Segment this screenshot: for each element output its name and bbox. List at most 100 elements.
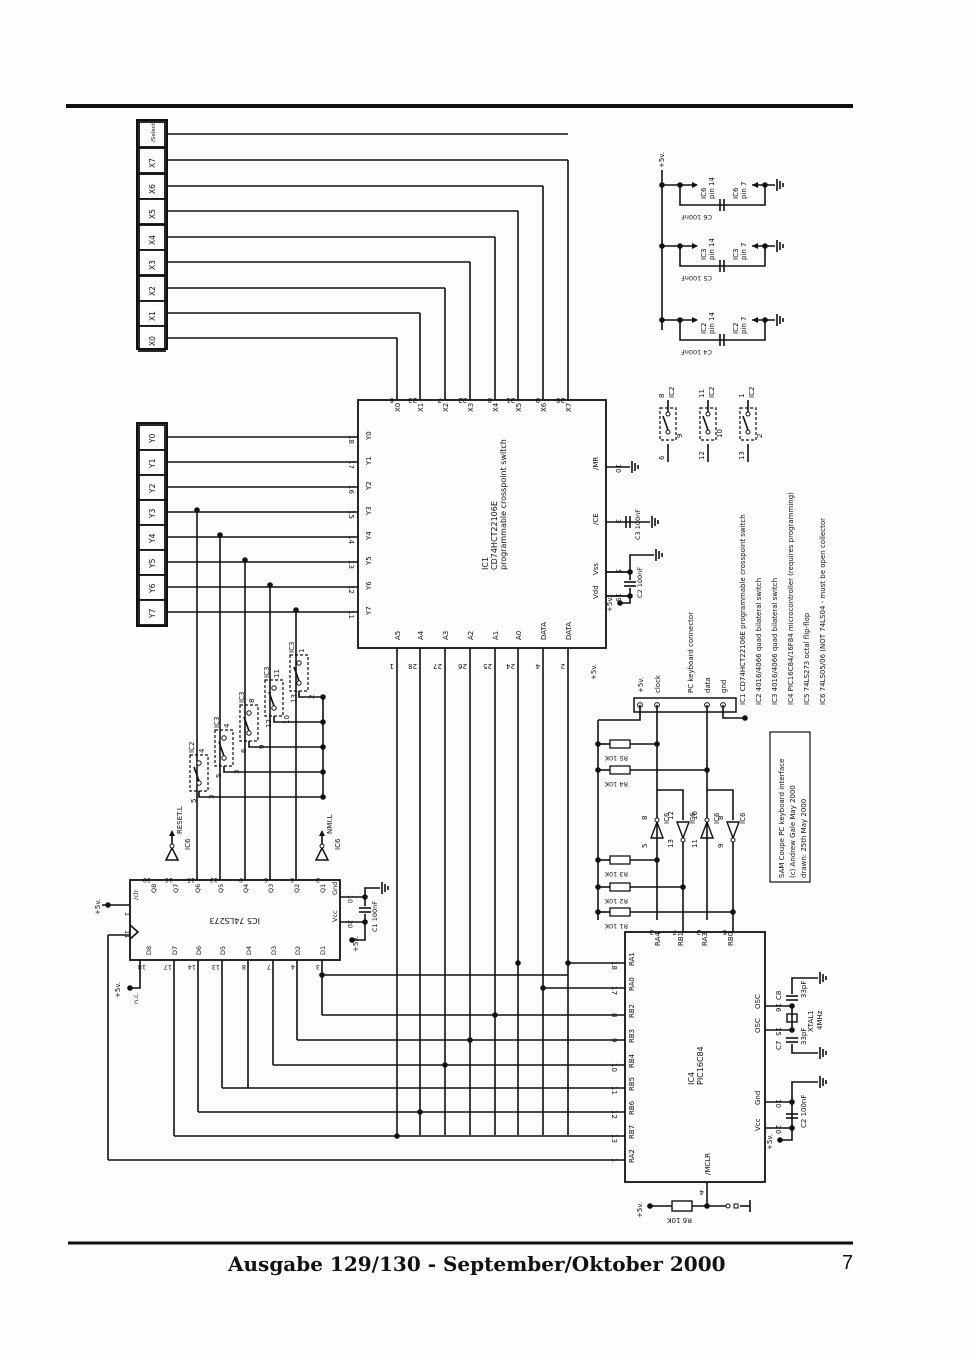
ic1-part: CD74HCT22106E bbox=[490, 501, 499, 570]
resistor-icon bbox=[609, 882, 631, 892]
junction-dot bbox=[617, 600, 623, 606]
inverter-bubble-icon bbox=[704, 817, 710, 823]
plus5v-label: +5v. bbox=[606, 596, 614, 612]
inverter-icon bbox=[649, 820, 665, 839]
switch-contact-icon bbox=[196, 780, 202, 786]
plus5v-label: +5v. bbox=[636, 1202, 644, 1218]
ic4-pin-number: 16 bbox=[774, 1003, 782, 1012]
ic1-pin-number: 19 bbox=[614, 593, 622, 602]
ic1-pin-name: X3 bbox=[467, 403, 475, 412]
ic4-pin-name: OSC bbox=[754, 1018, 762, 1033]
switch-pin-label: 1 bbox=[738, 394, 746, 398]
switch-blade-icon bbox=[742, 415, 749, 431]
connector-pin-label: Y5 bbox=[148, 558, 157, 569]
junction-dot bbox=[647, 1203, 653, 1209]
connector-pin-label: X4 bbox=[148, 235, 157, 245]
wire bbox=[620, 596, 631, 604]
signal-label: NMI.L bbox=[326, 814, 334, 834]
decoupling-ic-label: IC3 bbox=[700, 249, 708, 260]
ic4-pin-name: RB6 bbox=[628, 1100, 636, 1115]
junction-dot bbox=[627, 569, 633, 575]
ic1-pin-number: 21 bbox=[506, 396, 515, 404]
wire bbox=[722, 705, 745, 719]
ic4-pin-name: Gnd bbox=[754, 1091, 762, 1105]
connector-pin-label: Y3 bbox=[148, 508, 157, 519]
ic5-pin-number: 8 bbox=[242, 963, 246, 971]
keyboard-connector bbox=[633, 697, 737, 713]
ic5-pin-name: Q5 bbox=[217, 884, 225, 893]
switch-contact-icon bbox=[665, 411, 671, 417]
ic1-pin-name: Y3 bbox=[365, 506, 373, 516]
inverter-pin-label: 8 bbox=[717, 816, 725, 820]
inverter-icon bbox=[164, 846, 180, 861]
ic5-pin-number: 14 bbox=[188, 963, 196, 971]
ic1-pin-number: 12 bbox=[347, 585, 355, 594]
ic1-pin-name: X6 bbox=[540, 402, 548, 412]
switch-pin-label: 13 bbox=[738, 451, 746, 460]
ic5-pin-name: /clr bbox=[132, 889, 140, 900]
connector-pin-label: Y2 bbox=[148, 483, 157, 494]
junction-dot bbox=[789, 1003, 795, 1009]
resistor-label: R6 10K bbox=[667, 1216, 692, 1224]
ic4-pin-number: 15 bbox=[774, 1027, 782, 1036]
ic4-pin-name: RB0 bbox=[727, 932, 735, 946]
junction-dot bbox=[394, 1133, 400, 1139]
ic1-pin-number: 3 bbox=[614, 519, 622, 523]
ic4-pin-name: RA0 bbox=[628, 977, 636, 991]
wiring bbox=[108, 507, 625, 1161]
arrow-icon bbox=[692, 317, 698, 323]
ic5-pin-number: 20 bbox=[346, 920, 354, 928]
ic4-cap-label: C7 bbox=[775, 1041, 783, 1050]
connector-pin-label: X7 bbox=[148, 158, 157, 168]
ic1-pin-number: 27 bbox=[433, 662, 442, 670]
switch-pin-label: 6 bbox=[658, 455, 666, 460]
switch-pin-label: 13 bbox=[290, 694, 298, 703]
plus5v-label: +5v. bbox=[658, 152, 666, 168]
decoupling-pin-label: pin 7 bbox=[740, 316, 748, 334]
switch-blade-icon bbox=[268, 691, 275, 707]
ic5-pin-number: 18 bbox=[138, 963, 146, 971]
legend-item: IC2 4016/4066 quad bilateral switch bbox=[755, 578, 763, 705]
inverter-bubble-icon bbox=[654, 817, 660, 823]
ic4-pin-name: RB4 bbox=[628, 1053, 636, 1068]
ic1-pin-name: A4 bbox=[417, 630, 425, 640]
ic1-pin-name: Y7 bbox=[365, 606, 373, 616]
inverter-icon bbox=[725, 821, 741, 840]
switch-contact-icon bbox=[296, 680, 302, 686]
connector-frame bbox=[136, 422, 168, 627]
arrow-icon bbox=[692, 243, 698, 249]
switch-pin-label: 5 bbox=[215, 774, 223, 778]
connector-pin-label: X6 bbox=[148, 184, 157, 194]
inverter-ic-label: IC6 bbox=[663, 812, 671, 824]
junction-dot bbox=[105, 902, 111, 908]
title-block-line: drawn: 25th May 2000 bbox=[800, 799, 808, 878]
switch-contact-icon bbox=[271, 705, 277, 711]
junction-dot bbox=[442, 1062, 448, 1068]
ic4-cap-label: C2 100nF bbox=[800, 1095, 808, 1128]
jumper-icon bbox=[725, 1203, 731, 1209]
connector-pin-label: X0 bbox=[148, 336, 157, 346]
ic1-pin-name: Y1 bbox=[365, 456, 373, 466]
wire bbox=[679, 185, 766, 206]
ic1-pin-name: Vdd bbox=[592, 585, 600, 599]
crystal-icon bbox=[786, 1013, 798, 1023]
switch-pin-label: 2 bbox=[756, 434, 764, 438]
switch-contact-icon bbox=[246, 730, 252, 736]
ic4-pin-name: RA3 bbox=[701, 932, 709, 946]
inverter-pin-label: 10 bbox=[691, 811, 699, 820]
ic1-pin-number: 22 bbox=[458, 396, 467, 404]
connector-pin-box bbox=[138, 121, 166, 148]
ic1-pin-name: Y2 bbox=[365, 481, 373, 491]
plus5v-label: +5v. bbox=[352, 936, 360, 952]
switch-wire bbox=[273, 716, 323, 723]
ic1-pin-name: X0 bbox=[394, 403, 402, 412]
connector-pin-box bbox=[138, 449, 166, 476]
switch-wire bbox=[198, 791, 323, 798]
resistor-icon bbox=[609, 907, 631, 917]
ic4-pin-name: RA4 bbox=[654, 932, 662, 946]
ic4-pin-number: 13 bbox=[610, 1134, 618, 1143]
